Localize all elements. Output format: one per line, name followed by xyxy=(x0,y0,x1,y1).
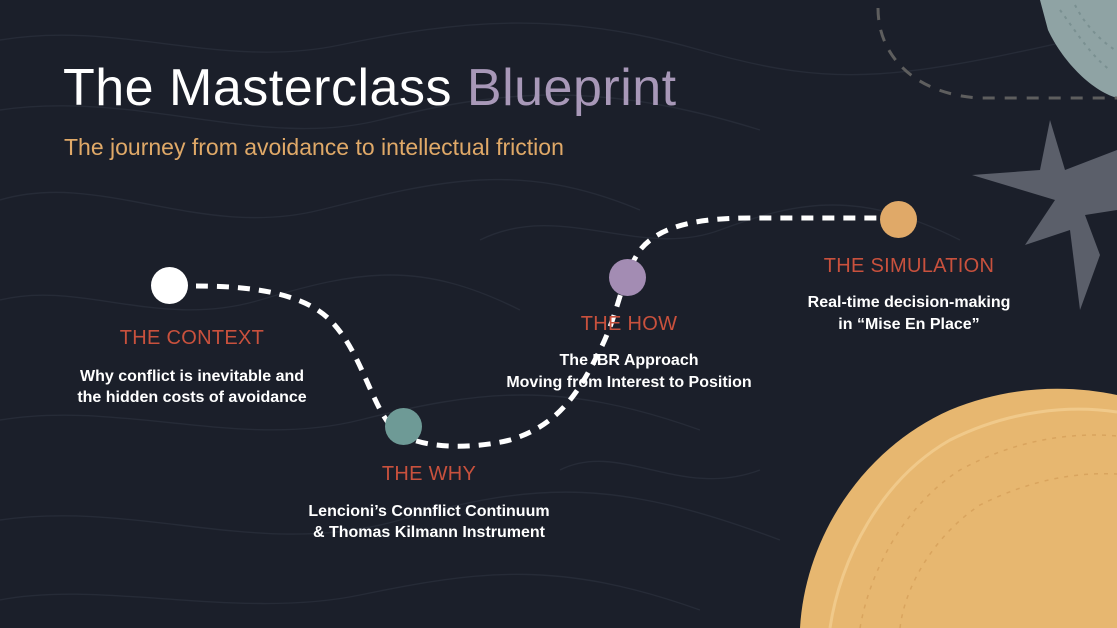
stage-desc-why-line1: Lencioni’s Connflict Continuum xyxy=(308,503,550,520)
stage-desc-simulation-line2: in “Mise En Place” xyxy=(838,316,980,333)
dashed-arc-decoration xyxy=(876,7,1117,100)
stage-desc-how-line2: Moving from Interest to Position xyxy=(506,374,752,391)
contour-texture xyxy=(0,22,1117,611)
title-main: The Masterclass xyxy=(63,59,467,117)
sun-blob-decoration xyxy=(800,388,1117,628)
stage-desc-context-line2: the hidden costs of avoidance xyxy=(77,389,307,406)
stage-dot-why xyxy=(385,408,422,445)
page-subtitle: The journey from avoidance to intellectu… xyxy=(64,134,564,160)
journey-path xyxy=(195,215,878,449)
page-title: The Masterclass Blueprint xyxy=(63,58,677,118)
stage-dot-context xyxy=(151,267,188,304)
stage-title-simulation: THE SIMULATION xyxy=(823,255,995,277)
stage-title-context: THE CONTEXT xyxy=(119,327,265,349)
stage-desc-context-line1: Why conflict is inevitable and xyxy=(79,368,305,385)
stage-title-why: THE WHY xyxy=(381,463,477,485)
stage-dot-how xyxy=(609,259,646,296)
stage-desc-why-line2: & Thomas Kilmann Instrument xyxy=(312,524,546,541)
stage-title-how: THE HOW xyxy=(580,313,678,335)
stage-desc-simulation-line1: Real-time decision-making xyxy=(807,294,1011,311)
star-decoration xyxy=(972,120,1117,310)
teal-blob-decoration xyxy=(1040,0,1117,98)
title-accent: Blueprint xyxy=(466,59,677,117)
stage-desc-how-line1: The IBR Approach xyxy=(559,352,699,369)
stage-dot-simulation xyxy=(880,201,917,238)
